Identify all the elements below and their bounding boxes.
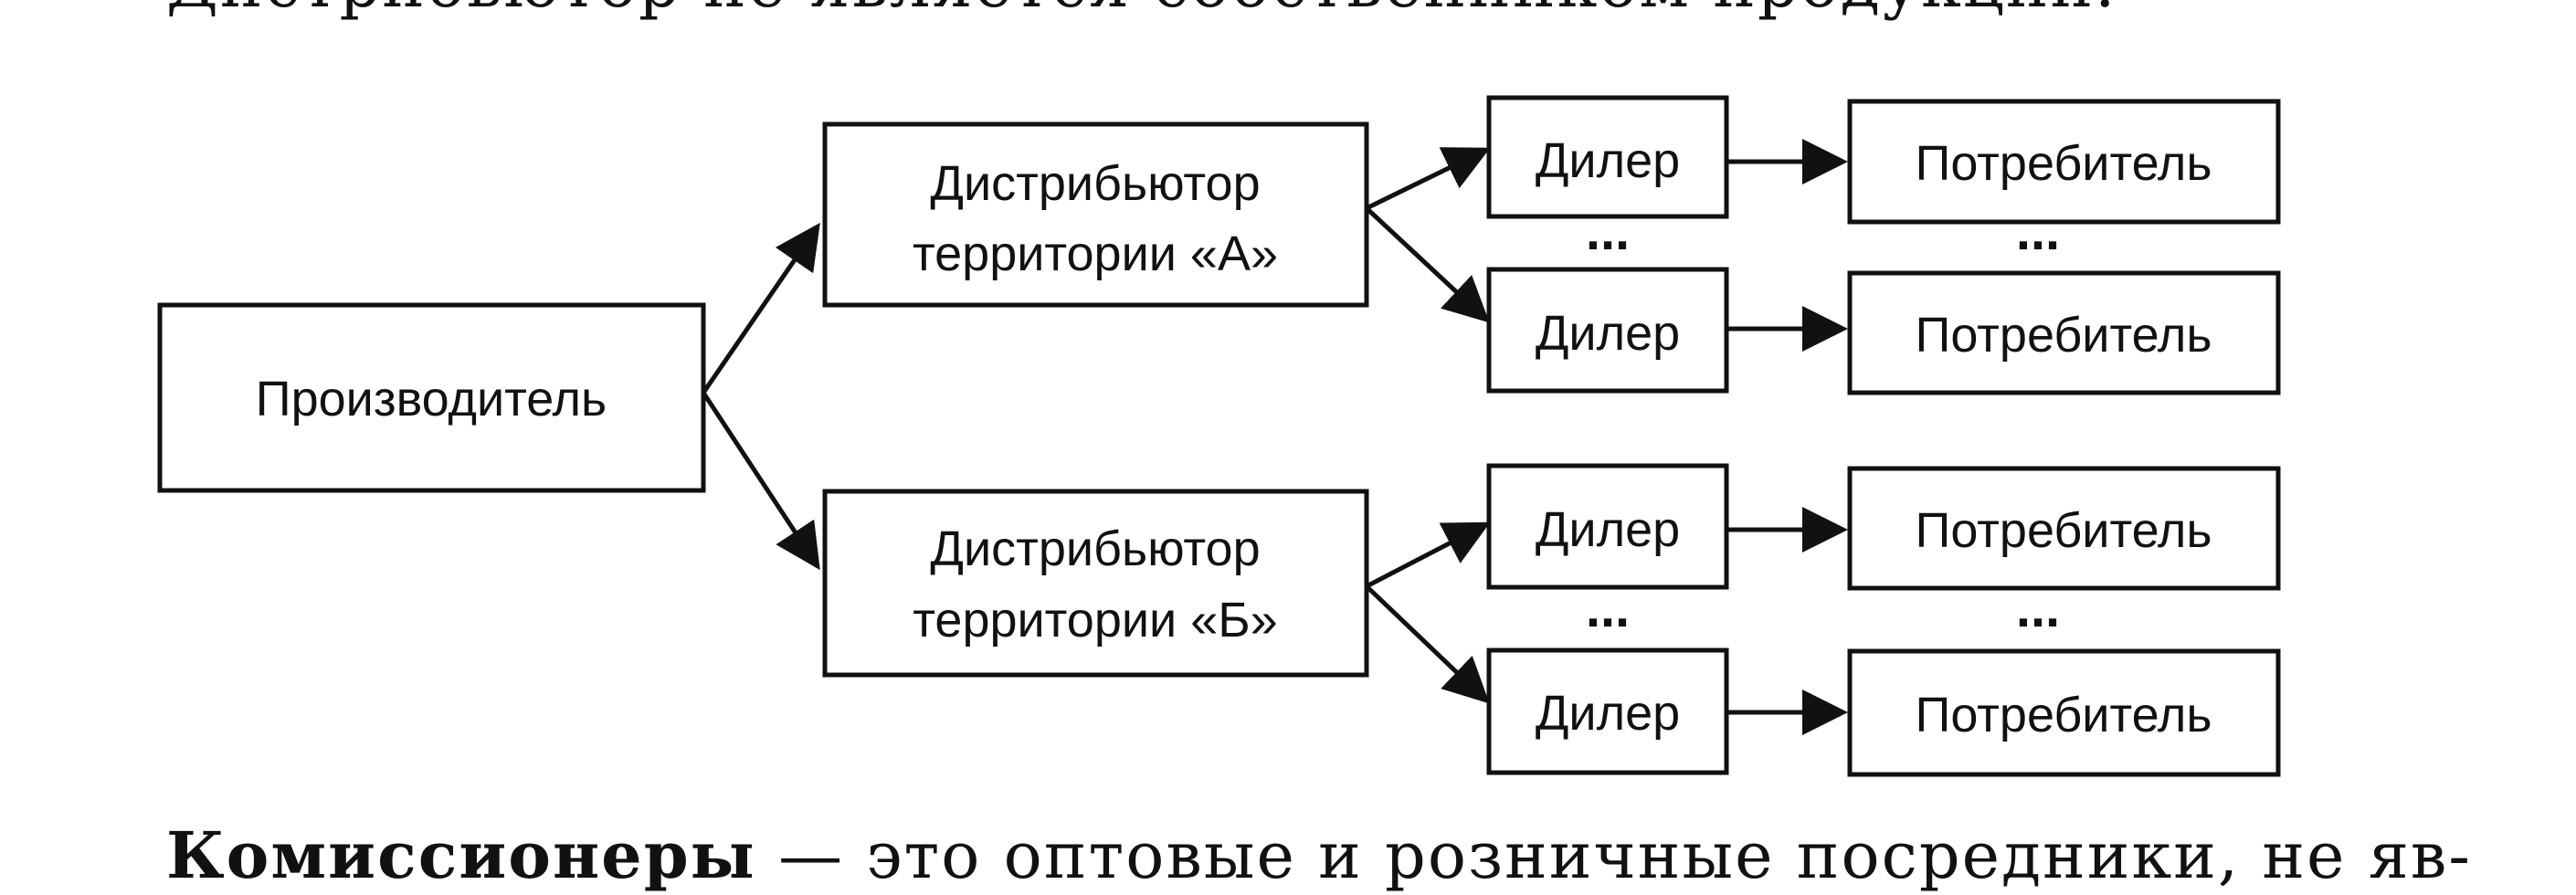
- arrow-producer-to-distributor-b: [701, 391, 820, 571]
- arrow-distributor-a-to-dealer-1: [1365, 147, 1491, 211]
- dealer-b2-label: Дилер: [1536, 686, 1680, 741]
- consumer-b1-label: Потребитель: [1916, 503, 2212, 558]
- arrow-distributor-b-to-dealer-2: [1365, 584, 1490, 704]
- distributor-a-label-line2: территории «А»: [913, 226, 1278, 281]
- distributor-b-node: Дистрибьютор территории «Б»: [822, 489, 1369, 678]
- term-commission-agents: Комиссионеры: [166, 817, 756, 893]
- consumer-b2-node: Потребитель: [1847, 648, 2281, 777]
- dealer-b2-node: Дилер: [1486, 648, 1729, 775]
- connectors: [701, 139, 1848, 735]
- consumer-a-ellipsis: ...: [2016, 202, 2060, 261]
- distributor-a-node: Дистрибьютор территории «А»: [822, 121, 1369, 308]
- definition-text: — это оптовые и розничные посредники, не…: [755, 818, 2472, 893]
- consumer-a2-node: Потребитель: [1847, 270, 2281, 395]
- consumer-b1-node: Потребитель: [1847, 466, 2281, 591]
- distributor-b-label-line1: Дистрибьютор: [930, 521, 1260, 576]
- dealer-b-ellipsis: ...: [1586, 579, 1630, 638]
- dealer-b1-node: Дилер: [1486, 463, 1729, 590]
- arrow-distributor-b-to-dealer-1: [1365, 521, 1491, 589]
- arrow-distributor-a-to-dealer-2: [1365, 206, 1490, 323]
- consumer-b2-label: Потребитель: [1916, 688, 2212, 742]
- dealer-a2-node: Дилер: [1486, 267, 1729, 394]
- top-paragraph-text: Дистрибьютор не является собственником п…: [166, 0, 2117, 22]
- arrow-producer-to-distributor-a: [701, 222, 820, 395]
- dealer-a2-label: Дилер: [1536, 306, 1680, 361]
- distributor-a-label-line1: Дистрибьютор: [930, 156, 1260, 211]
- consumer-a2-label: Потребитель: [1916, 308, 2212, 363]
- dealer-a1-label: Дилер: [1536, 133, 1680, 188]
- producer-label: Производитель: [256, 372, 607, 426]
- distributor-b-label-line2: территории «Б»: [913, 593, 1277, 648]
- dealer-b1-label: Дилер: [1536, 502, 1680, 557]
- dealer-a-ellipsis: ...: [1586, 202, 1630, 261]
- producer-node: Производитель: [157, 302, 706, 493]
- consumer-a1-label: Потребитель: [1916, 136, 2212, 191]
- dealer-a1-node: Дилер: [1486, 95, 1729, 219]
- consumer-a1-node: Потребитель: [1847, 99, 2281, 225]
- bottom-paragraph-text: Комиссионеры — это оптовые и розничные п…: [166, 817, 2472, 893]
- consumer-b-ellipsis: ...: [2016, 579, 2060, 638]
